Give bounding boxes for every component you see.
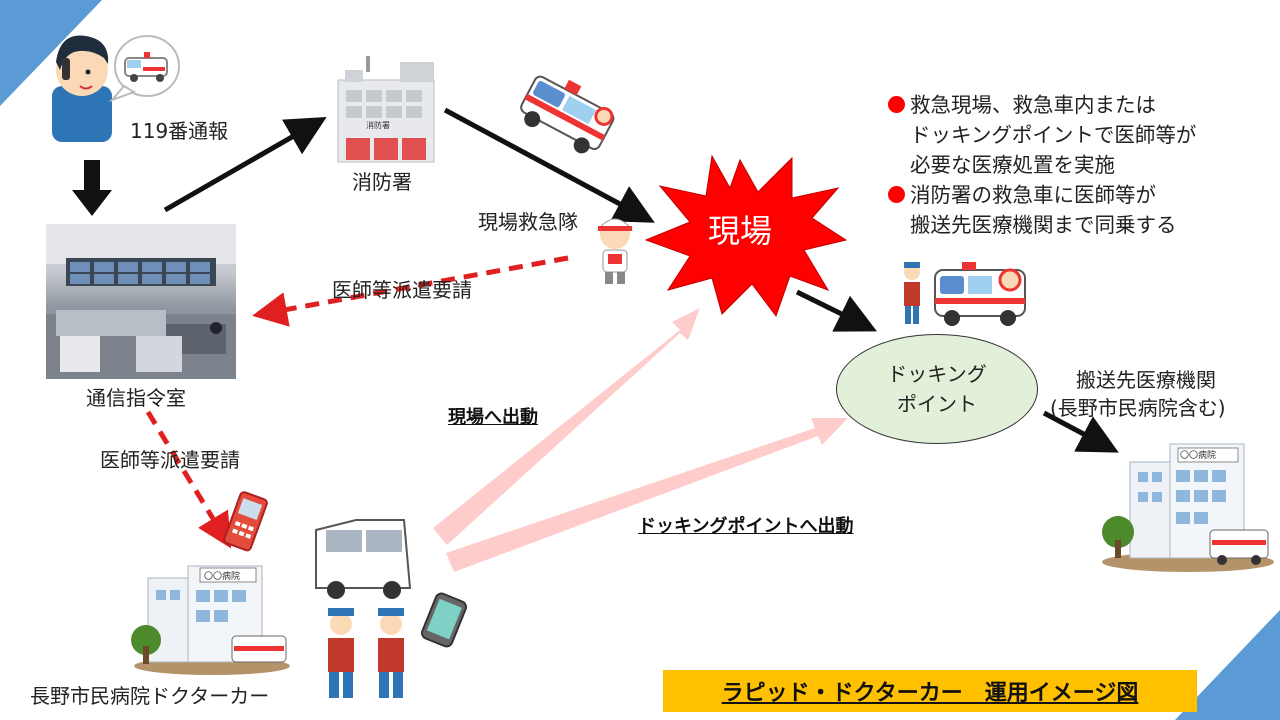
down-arrow bbox=[72, 160, 112, 216]
go-docking-label: ドッキングポイントへ出動 bbox=[638, 516, 854, 537]
destination-label-line1: 搬送先医療機関 bbox=[1076, 368, 1216, 392]
red-bullet-icon bbox=[888, 96, 905, 113]
note-line: 消防署の救急車に医師等が bbox=[910, 183, 1156, 207]
note-line: 必要な医療処置を実施 bbox=[910, 153, 1115, 177]
call-119-label: 119番通報 bbox=[130, 119, 229, 143]
docking-point-label-line2: ポイント bbox=[897, 392, 977, 416]
page-title: ラピッド・ドクターカー 運用イメージ図 bbox=[721, 680, 1139, 706]
doctor-icon-1 bbox=[328, 608, 354, 698]
request-dashed-arrow-left bbox=[145, 410, 232, 549]
scene-burst bbox=[644, 154, 848, 318]
go-docking-arrow bbox=[446, 418, 848, 572]
note-item-1: 救急現場、救急車内または ドッキングポイントで医師等が 必要な医療処置を実施 bbox=[888, 90, 1268, 180]
title-box: ラピッド・ドクターカー 運用イメージ図 bbox=[663, 670, 1197, 712]
ambulance-speech-bubble bbox=[108, 35, 180, 103]
fire-station-building-icon bbox=[337, 56, 435, 163]
hospital-car-label: 長野市民病院ドクターカー bbox=[30, 684, 270, 708]
smartphone-icon bbox=[420, 592, 468, 648]
docking-point-label-line1: ドッキング bbox=[887, 362, 987, 386]
request-dashed-arrow-top bbox=[252, 255, 569, 327]
doctor-car-van-icon bbox=[315, 519, 412, 599]
doctor-icon-2 bbox=[378, 608, 404, 698]
destination-label-line2: (長野市民病院含む) bbox=[1050, 396, 1226, 420]
hospital-building-icon bbox=[1102, 443, 1274, 572]
request-label-top: 医師等派遣要請 bbox=[332, 278, 472, 302]
command-room-photo bbox=[46, 224, 236, 379]
caller-person-icon bbox=[52, 35, 112, 142]
to-fire-station-arrow bbox=[163, 117, 327, 213]
nagano-hospital-sign: 〇〇病院 bbox=[204, 572, 241, 582]
command-room-label: 通信指令室 bbox=[86, 386, 186, 410]
corner-decoration-bottom-right bbox=[1175, 610, 1280, 720]
field-team-label: 現場救急隊 bbox=[478, 210, 578, 234]
note-line: 救急現場、救急車内または bbox=[910, 93, 1156, 117]
to-hospital-arrow bbox=[1042, 410, 1119, 453]
red-bullet-icon bbox=[888, 186, 905, 203]
destination-hospital-sign: 〇〇病院 bbox=[1180, 451, 1217, 461]
to-scene-arrow bbox=[443, 107, 655, 223]
scene-label: 現場 bbox=[708, 212, 773, 250]
paramedic-icon bbox=[904, 262, 920, 324]
notes-panel: 救急現場、救急車内または ドッキングポイントで医師等が 必要な医療処置を実施 消… bbox=[888, 90, 1268, 240]
to-docking-arrow bbox=[795, 289, 877, 332]
rescuer-icon bbox=[596, 218, 634, 284]
go-scene-label: 現場へ出動 bbox=[448, 407, 538, 428]
nagano-hospital-building-icon bbox=[131, 565, 290, 675]
docking-point: ドッキング ポイント bbox=[836, 334, 1038, 444]
fire-station-sign: 消防署 bbox=[366, 121, 390, 130]
note-line: ドッキングポイントで医師等が bbox=[910, 123, 1197, 147]
fire-station-label: 消防署 bbox=[352, 170, 412, 194]
ambulance-icon bbox=[520, 75, 615, 154]
note-line: 搬送先医療機関まで同乗する bbox=[910, 213, 1177, 237]
go-scene-arrow bbox=[433, 308, 700, 545]
mobile-phone-icon bbox=[223, 491, 268, 552]
ambulance-icon bbox=[934, 262, 1026, 326]
request-label-left: 医師等派遣要請 bbox=[100, 448, 240, 472]
note-item-2: 消防署の救急車に医師等が 搬送先医療機関まで同乗する bbox=[888, 180, 1268, 240]
